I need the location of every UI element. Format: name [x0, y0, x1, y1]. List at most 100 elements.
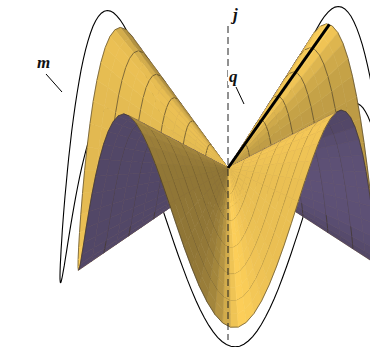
surface-patch: [352, 155, 367, 172]
surface-patch: [92, 176, 107, 194]
surface-patch: [348, 140, 363, 156]
mesh-line: [87, 124, 90, 148]
surface-patch: [286, 95, 298, 113]
mesh-line: [189, 122, 191, 124]
mesh-line: [238, 323, 246, 328]
mesh-line: [308, 95, 311, 107]
mesh-line: [93, 80, 97, 101]
surface-patch: [96, 159, 111, 176]
mesh-line: [116, 95, 119, 112]
surface-patch: [257, 126, 268, 140]
surface-patch: [230, 301, 237, 314]
mesh-line: [266, 126, 268, 131]
surface-patch: [186, 128, 198, 142]
surface-patch: [196, 138, 207, 151]
mesh-line: [146, 80, 149, 87]
mesh-line: [280, 97, 283, 100]
mesh-line: [363, 155, 366, 172]
mesh-line: [80, 214, 81, 233]
mesh-line: [164, 108, 166, 115]
surface-patch: [99, 144, 114, 160]
mesh-line: [348, 58, 353, 76]
surface-patch: [223, 168, 229, 171]
surface-patch: [357, 187, 370, 206]
mesh-line: [81, 193, 83, 214]
mesh-line: [130, 226, 131, 232]
mesh-line: [247, 147, 249, 150]
mesh-line: [90, 101, 93, 124]
mesh-line: [171, 98, 174, 99]
mesh-line: [343, 43, 348, 58]
surface-patch: [175, 118, 187, 133]
mesh-line: [327, 223, 329, 229]
mesh-line: [311, 107, 314, 121]
surface-patch: [355, 171, 369, 189]
mesh-line: [122, 68, 126, 80]
mesh-line: [254, 301, 262, 314]
mesh-line: [149, 76, 152, 81]
surface-patch: [164, 108, 176, 124]
mesh-line: [215, 314, 223, 323]
mesh-line: [169, 99, 172, 102]
mesh-line: [80, 255, 82, 264]
mesh-line: [101, 48, 105, 63]
mesh-line: [86, 211, 89, 228]
mesh-line: [126, 58, 130, 67]
mesh-line: [78, 233, 80, 248]
mesh-line: [186, 128, 188, 133]
surface-patch: [154, 98, 167, 115]
mesh-line: [153, 74, 157, 76]
mesh-line: [283, 100, 286, 105]
mesh-line: [162, 115, 164, 124]
mesh-line: [265, 123, 267, 127]
mesh-line: [361, 119, 365, 142]
mesh-line: [206, 148, 208, 151]
surface-patch: [305, 75, 318, 95]
mesh-line: [143, 88, 146, 98]
mesh-line: [369, 189, 370, 206]
mesh-line: [359, 140, 363, 155]
mesh-line: [105, 241, 106, 249]
mesh-line: [134, 51, 139, 53]
mesh-line: [184, 133, 185, 139]
mesh-line: [301, 78, 305, 85]
mesh-line: [187, 124, 189, 128]
mesh-line: [366, 171, 369, 189]
mesh-line: [130, 53, 134, 59]
surface-patch: [309, 170, 322, 182]
mesh-line: [84, 228, 86, 243]
mesh-line: [78, 260, 79, 268]
mesh-line: [83, 171, 85, 194]
mesh-line: [305, 85, 308, 95]
mesh-line: [115, 27, 120, 29]
mesh-line: [96, 159, 100, 176]
mesh-line: [119, 80, 122, 95]
surface-patch: [360, 203, 370, 223]
mesh-line: [263, 121, 265, 123]
surface-patch: [86, 208, 100, 228]
mesh-line: [326, 215, 328, 223]
boundary-curve: [60, 7, 370, 347]
mesh-line: [357, 96, 361, 118]
surface-patch: [230, 314, 238, 327]
mesh-line: [223, 323, 231, 327]
mesh-line: [338, 33, 343, 44]
surface-patch: [276, 106, 288, 122]
mesh-line: [355, 127, 359, 140]
mesh-line: [324, 64, 328, 76]
mesh-line: [97, 62, 101, 80]
mesh-line: [352, 76, 356, 97]
mesh-line: [301, 203, 303, 209]
mesh-line: [89, 194, 92, 212]
mesh-line: [92, 176, 96, 194]
mesh-line: [110, 30, 115, 37]
mesh-line: [328, 76, 332, 91]
mesh-line: [78, 248, 80, 260]
mesh-line: [141, 98, 144, 110]
surface-patch: [89, 192, 103, 212]
mesh-line: [105, 37, 110, 48]
mesh-line: [288, 113, 290, 122]
mesh-line: [268, 131, 270, 137]
mesh-line: [99, 144, 103, 159]
